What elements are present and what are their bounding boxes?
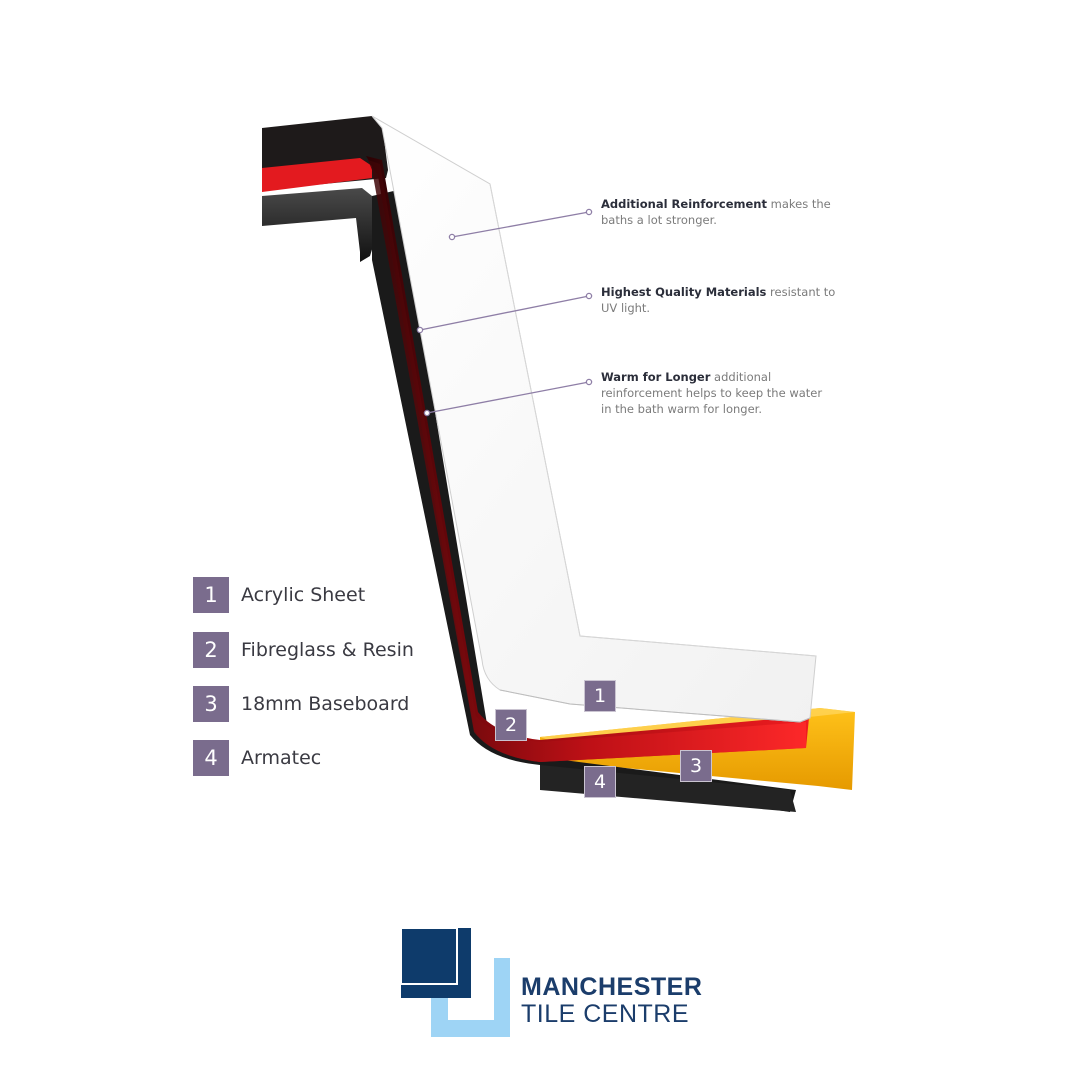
legend-label: Fibreglass & Resin (241, 639, 414, 661)
legend-number: 1 (193, 577, 229, 613)
legend-label: Armatec (241, 747, 322, 769)
callout-highest-quality-materials: Highest Quality Materials resistant to U… (601, 284, 841, 316)
fibreglass-layer (262, 156, 812, 762)
legend-item-fibreglass-resin: 2 Fibreglass & Resin (193, 632, 414, 668)
leader-lines (416, 208, 593, 417)
callout-title: Additional Reinforcement (601, 197, 767, 211)
legend-item-armatec: 4 Armatec (193, 740, 321, 776)
callout-title: Warm for Longer (601, 370, 711, 384)
callout-additional-reinforcement: Additional Reinforcement makes the baths… (601, 196, 851, 228)
callout-text: additional reinforcement helps to keep t… (601, 370, 823, 416)
badge-layer-3: 3 (680, 750, 712, 782)
badge-layer-1: 1 (584, 680, 616, 712)
legend-label: Acrylic Sheet (241, 584, 366, 606)
callout-text: makes the baths a lot stronger. (601, 197, 831, 227)
acrylic-layer (371, 115, 817, 723)
legend-item-acrylic-sheet: 1 Acrylic Sheet (193, 577, 365, 613)
legend-item-baseboard: 3 18mm Baseboard (193, 686, 409, 722)
legend-number: 4 (193, 740, 229, 776)
callout-warm-for-longer: Warm for Longer additional reinforcement… (601, 369, 829, 417)
legend-number: 3 (193, 686, 229, 722)
badge-layer-2: 2 (495, 709, 527, 741)
callout-title: Highest Quality Materials (601, 285, 767, 299)
badge-layer-4: 4 (584, 766, 616, 798)
legend-label: 18mm Baseboard (241, 693, 410, 715)
callout-text: resistant to UV light. (601, 285, 836, 315)
logo-text-line1: MANCHESTER (521, 973, 703, 1001)
logo-text-line2: TILE CENTRE (521, 1000, 690, 1028)
legend-number: 2 (193, 632, 229, 668)
